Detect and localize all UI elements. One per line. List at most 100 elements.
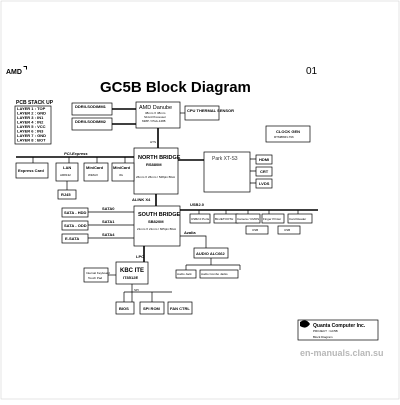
hdmi-block [255, 154, 273, 165]
audio-codec-label: AUDIO ALC662 [196, 251, 226, 256]
card-reader-label: Card Reader [289, 217, 306, 221]
display-links [250, 158, 256, 184]
ht-bus-label: HTS [150, 140, 156, 144]
hdmi-label: HDMI [259, 157, 269, 162]
lpc-label: LPC [136, 254, 144, 259]
rj45-block [57, 189, 77, 200]
sata-hdd-block [61, 207, 89, 218]
azalia-label: Azalia [184, 230, 196, 235]
pcb-layer: LAYER 4 : IN2 [17, 120, 44, 125]
cpu-title: AMD Danube [139, 105, 172, 111]
quanta-logo-icon [300, 320, 310, 328]
usb-small-1-label: USB [252, 228, 258, 232]
spi-label: SPI [134, 288, 139, 292]
park-gpu-block [203, 151, 251, 193]
finger-printer-label: Finger Printer [263, 217, 281, 221]
pcb-stack-box [14, 105, 52, 145]
audio-combo-label: Audio Combo Jacks [201, 272, 228, 276]
cpu-socket: S1G4 Processor [144, 115, 166, 119]
pci-express-label: PCI-Express [64, 151, 88, 156]
minicard-3g-label: MiniCard [113, 165, 131, 170]
touchpad-label: Touch Pad [88, 276, 103, 280]
kbc-part: IT8512E [123, 275, 138, 280]
page-title: GC5B Block Diagram [100, 79, 251, 96]
pcb-layer: LAYER 3 : IN1 [17, 115, 44, 120]
pcb-stack-heading: PCB STACK UP [16, 100, 54, 106]
kbc-peripheral-links [123, 284, 172, 302]
park-gpu-label: Park XT-S3 [212, 156, 238, 162]
lvds-label: LVDS [259, 181, 270, 186]
pcb-layer: LAYER 5 : VCC [17, 124, 46, 129]
ddr-sodimm1-label: DDRII-SODIMM1 [75, 104, 107, 109]
minicard-wimax-label: MiniCard [86, 165, 104, 170]
card-reader-block [287, 213, 313, 224]
finger-printer-block [261, 213, 285, 224]
bios-label: BIOS [119, 306, 129, 311]
usb-ports-label: USB2.0 Ports [191, 217, 210, 221]
pcb-stack-layers: LAYER 1 : TOP LAYER 2 : GND LAYER 3 : IN… [17, 106, 46, 143]
north-bridge-part: RS880M [146, 162, 162, 167]
pcb-layer: LAYER 2 : GND [17, 111, 46, 116]
cpu-size: 38mm X 38mm [145, 111, 166, 115]
south-bridge-block [133, 205, 181, 247]
thermal-sensor-label: CPU THERMAL SENSOR [187, 108, 234, 113]
usb-ports-block [189, 213, 211, 224]
bluetooth-label: BLUETOOTH [215, 217, 233, 221]
watermark: en-manuals.clan.su [300, 348, 384, 358]
ddr-sodimm2-label: DDRII-SODIMM2 [75, 119, 107, 124]
sata-links [88, 211, 134, 239]
esata-block [61, 233, 89, 244]
crt-label: CRT [260, 169, 269, 174]
sheet-title: Block Diagram [313, 335, 333, 339]
clock-gen-label: CLOCK GEN [276, 129, 300, 134]
cpu-package: 638P / PGA-1288 [142, 119, 166, 123]
minicard-wimax-block [83, 162, 109, 182]
sata4-label: SATA4 [102, 232, 115, 237]
south-bridge-package: 21mm X 21mm / 605pin BGA [137, 227, 176, 231]
usb-small-2-label: USB [284, 228, 290, 232]
camera-block [235, 213, 261, 224]
sata0-label: SATA0 [102, 206, 115, 211]
pcie-drops [32, 157, 126, 163]
rj45-label: RJ45 [61, 192, 71, 197]
express-card-label: Express Card [18, 168, 44, 173]
azalia-link [180, 235, 207, 248]
north-bridge-label: NORTH BRIDGE [138, 155, 181, 161]
alink-label: ALINK X4 [132, 197, 151, 202]
lvds-block [255, 178, 273, 189]
cpu-block [135, 101, 181, 129]
pcb-layer: LAYER 8 : BOT [17, 138, 46, 143]
keyboard-label: Internal Keyboard [86, 271, 110, 275]
title-block [297, 319, 379, 341]
sata1-label: SATA1 [102, 219, 115, 224]
spi-rom-block [139, 301, 165, 315]
company-name: Quanta Computer Inc. [313, 323, 366, 329]
lan-label: LAN [63, 165, 71, 170]
minicard-3g-block [111, 162, 135, 182]
esata-label: E-SATA [65, 236, 79, 241]
page-number: 01 [306, 66, 318, 77]
pcb-layer: LAYER 1 : TOP [17, 106, 46, 111]
ddr-bus [112, 108, 136, 125]
crt-block [255, 166, 273, 177]
fan-ctrl-block [167, 301, 193, 315]
audio-combo-block [199, 269, 239, 279]
pcb-layer: LAYER 7 : GND [17, 133, 46, 138]
south-bridge-label: SOUTH BRIDGE [138, 212, 181, 218]
camera-label: Camera / CMOS [237, 217, 259, 221]
sata-hdd-label: SATA - HDD [64, 210, 86, 215]
clock-gen-part: RTM880N-796 [274, 135, 294, 139]
usb-drops [198, 210, 299, 214]
minicard-3g-sub: 3G [119, 173, 124, 177]
clock-gen-block [265, 125, 311, 143]
minicard-wimax-sub: WiMAX [88, 173, 98, 177]
north-bridge-block [133, 147, 179, 195]
project-label: PROJECT : GC5B [313, 329, 338, 333]
south-bridge-part: SB820M [148, 219, 164, 224]
north-bridge-package: 26mm X 26mm / 528pin BGA [136, 175, 175, 179]
usb-small-2-block [277, 225, 301, 235]
pcb-layer: LAYER 6 : IN3 [17, 129, 44, 134]
